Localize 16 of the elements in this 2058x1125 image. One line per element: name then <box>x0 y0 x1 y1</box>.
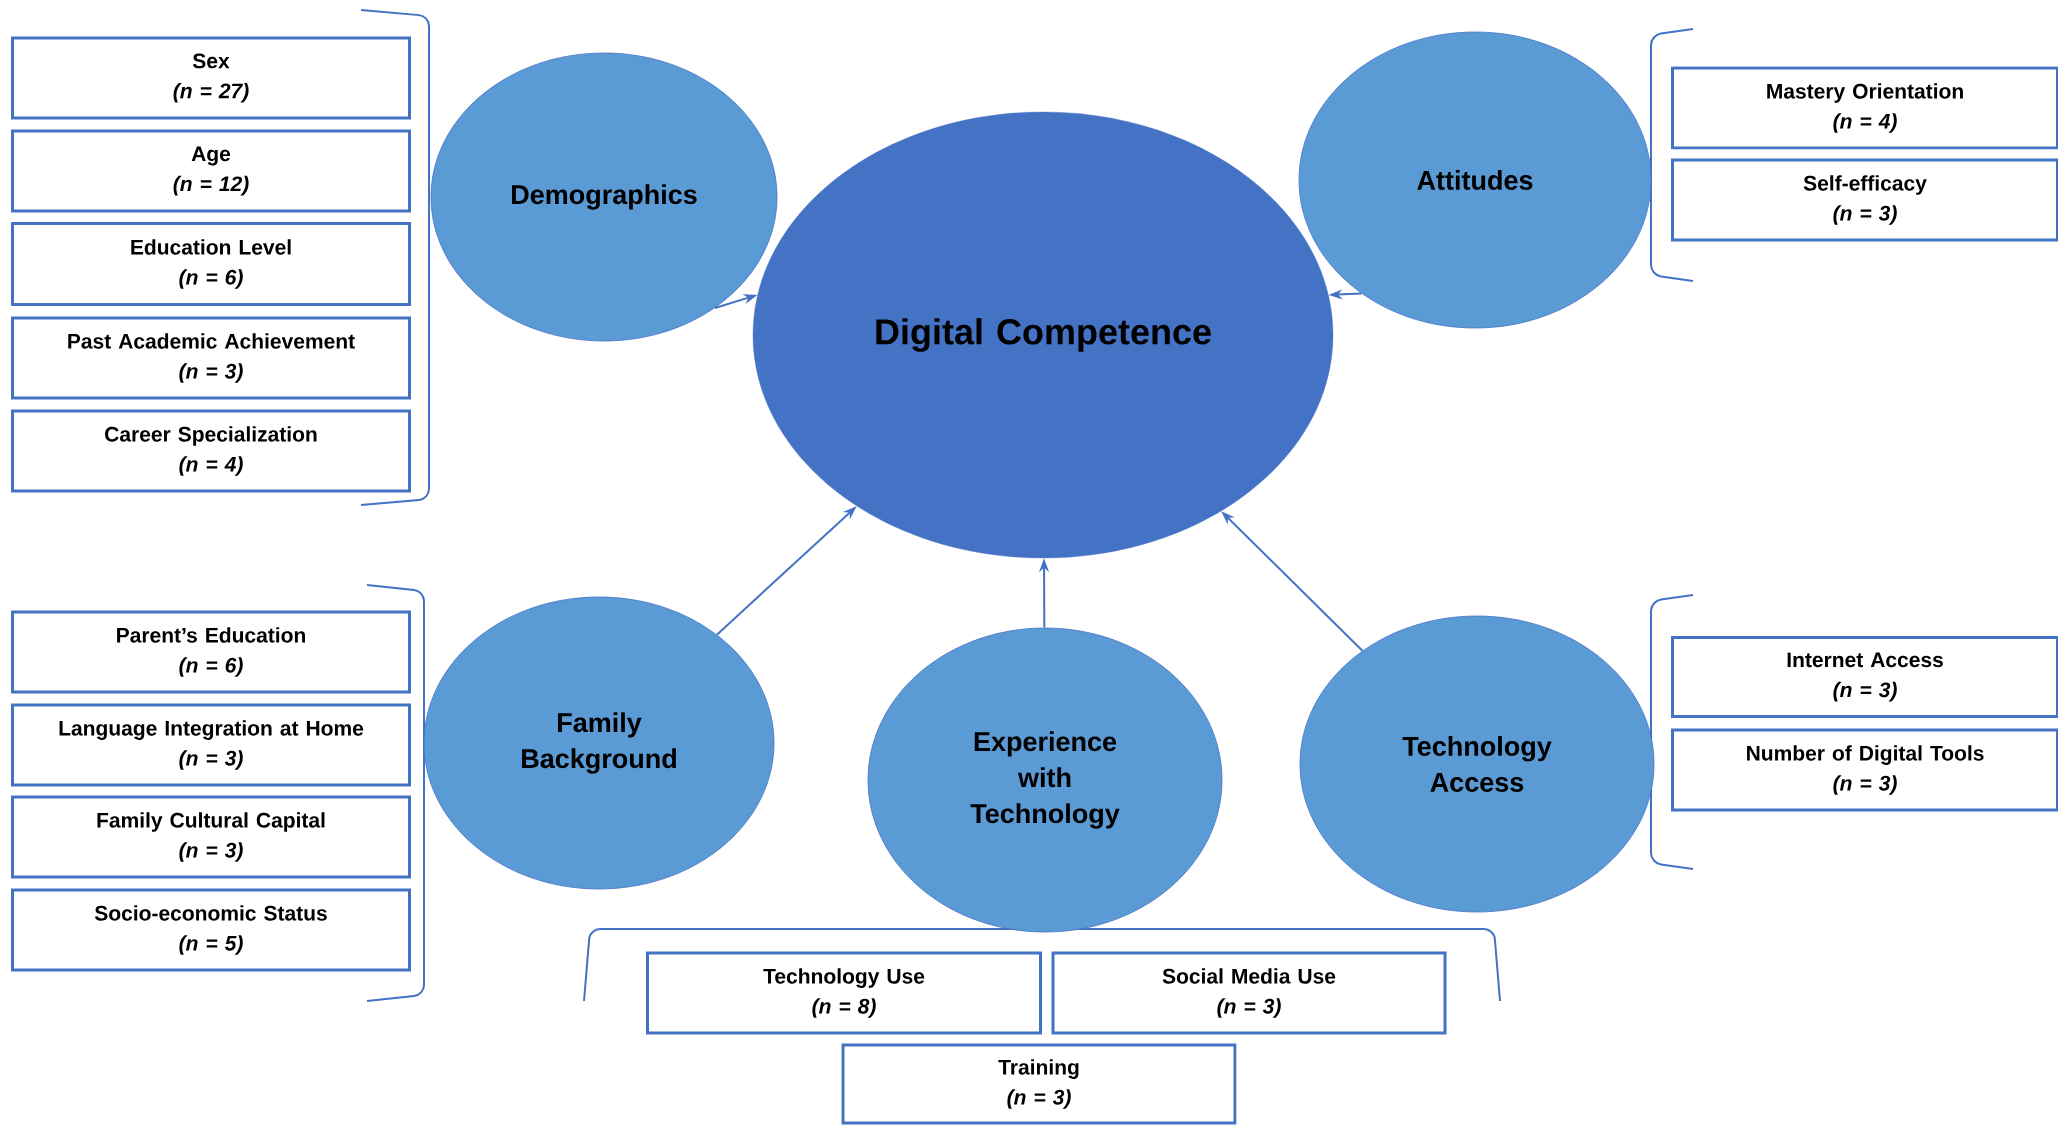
factor-box: Past Academic Achievement (n = 3) <box>11 316 411 400</box>
factor-box: Family Cultural Capital (n = 3) <box>11 795 411 879</box>
factor-box: Technology Use (n = 8) <box>646 951 1042 1035</box>
factor-box: Sex (n = 27) <box>11 36 411 120</box>
factor-box: Internet Access (n = 3) <box>1671 636 2058 718</box>
factor-box: Mastery Orientation (n = 4) <box>1671 66 2058 150</box>
factor-box: Language Integration at Home (n = 3) <box>11 703 411 787</box>
factor-box: Career Specialization (n = 4) <box>11 409 411 493</box>
factor-box: Parent’s Education (n = 6) <box>11 610 411 694</box>
factor-box: Self-efficacy (n = 3) <box>1671 158 2058 242</box>
factor-box: Education Level (n = 6) <box>11 222 411 306</box>
factor-box: Number of Digital Tools (n = 3) <box>1671 728 2058 812</box>
factor-box: Age (n = 12) <box>11 129 411 213</box>
factor-box: Social Media Use (n = 3) <box>1051 951 1447 1035</box>
factor-box: Training (n = 3) <box>841 1043 1237 1125</box>
factor-box: Socio-economic Status (n = 5) <box>11 888 411 972</box>
